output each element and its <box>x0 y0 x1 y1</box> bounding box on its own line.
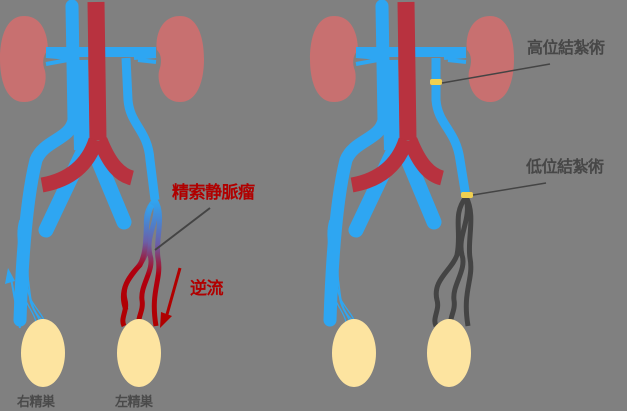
low-ligation-label: 低位結紮術 <box>526 157 604 176</box>
right-testis-label: 右精巣 <box>17 395 55 410</box>
high-ligation-label: 高位結紮術 <box>527 38 605 57</box>
left-testis-label: 左精巣 <box>115 395 153 410</box>
high-ligation-band <box>430 79 442 85</box>
varicocele-label: 精索静脈瘤 <box>172 183 255 203</box>
varicocele-veins <box>120 198 163 328</box>
left-testis <box>117 319 161 387</box>
left-kidney <box>156 16 204 102</box>
right-kidney <box>0 16 48 102</box>
high-ligation-leader-line <box>441 63 551 84</box>
aorta <box>87 1 107 141</box>
vena-cava-branch-right <box>86 142 132 230</box>
aorta-branch-left <box>40 137 104 193</box>
aorta <box>397 1 417 141</box>
left-panel-varicocele <box>0 0 211 387</box>
vena-cava-lower <box>382 59 400 151</box>
left-kidney <box>466 16 514 102</box>
right-pampiniform-plexus <box>17 219 45 323</box>
aorta-branch-right <box>403 137 445 186</box>
ligated-veins <box>432 195 474 328</box>
right-testis <box>21 319 65 387</box>
renal-vein-branches <box>45 54 157 66</box>
vena-cava-lower <box>72 59 90 151</box>
right-pampiniform-plexus <box>327 219 355 323</box>
varicocele-leader-line <box>154 207 211 251</box>
left-testis <box>427 319 471 387</box>
low-ligation-band <box>461 192 473 198</box>
reflux-arrow-icon <box>160 267 182 328</box>
aorta-branch-left <box>350 137 414 193</box>
aorta-branch-right <box>93 137 135 186</box>
renal-vein-branches <box>355 54 467 66</box>
left-testicular-vein <box>121 57 160 201</box>
low-ligation-leader-line <box>472 182 547 196</box>
left-testicular-vein <box>431 58 471 198</box>
normal-flow-arrow-icon <box>5 268 21 329</box>
right-kidney <box>310 16 358 102</box>
right-panel-ligation <box>310 0 551 387</box>
reflux-label: 逆流 <box>190 279 224 299</box>
vena-cava-branch-right <box>396 142 442 230</box>
right-testis <box>332 319 376 387</box>
